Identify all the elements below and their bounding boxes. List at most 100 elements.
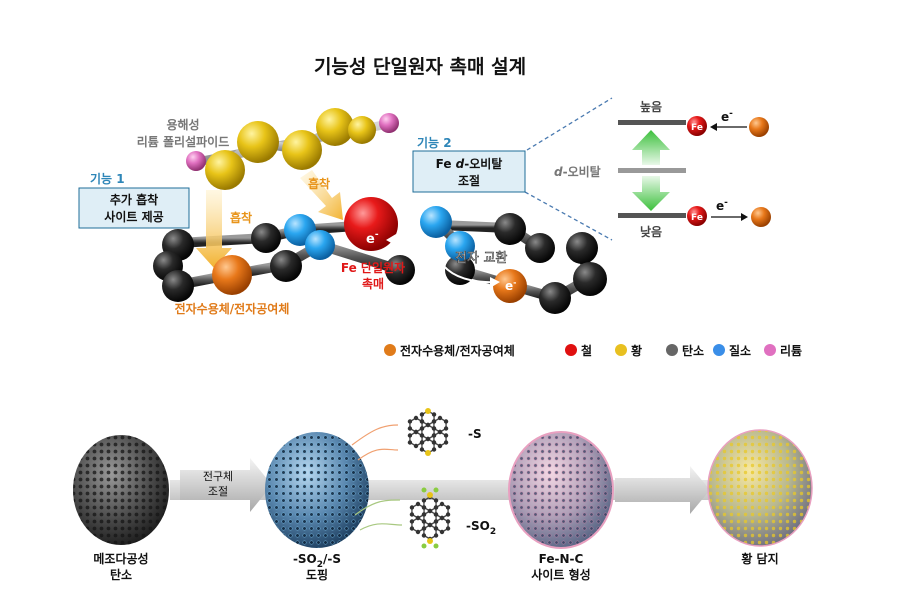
page-title: 기능성 단일원자 촉매 설계: [314, 56, 526, 78]
carbon-node: [443, 440, 449, 445]
carbon-node: [431, 412, 437, 417]
arrowhead-left: [386, 234, 396, 245]
carbon-node: [437, 443, 443, 449]
legend-label: 질소: [729, 344, 751, 358]
acceptor-atom: [493, 269, 527, 303]
soluble-label-1: 용해성: [166, 117, 199, 132]
carbon-node: [419, 419, 425, 424]
lithium-atom: [186, 151, 206, 171]
nitrogen-atom: [445, 231, 475, 261]
carbon-node: [431, 447, 437, 452]
carbon-node: [407, 419, 413, 424]
legend-swatch: [565, 344, 577, 356]
pore-texture: [73, 435, 169, 545]
fe-label-1: Fe 단일원자: [341, 260, 405, 275]
carbon-atom: [270, 250, 302, 282]
electron-exchange-arrow: [387, 237, 498, 284]
func2-line2: 조절: [458, 174, 480, 188]
adsorption-label-left: 흡착: [230, 210, 252, 225]
orbital-high-label: 높음: [640, 99, 662, 114]
carbon-node: [421, 533, 427, 538]
s-doped-structure: [407, 408, 449, 456]
electron-top: e-: [721, 109, 733, 124]
carbon-atom: [566, 232, 598, 264]
carbon-node: [443, 426, 449, 431]
carbon-node: [445, 512, 451, 517]
pore-texture: [708, 430, 812, 546]
sulfur-atom: [205, 150, 245, 190]
fe-label-2: 촉매: [362, 276, 384, 291]
dopant-atom: [427, 492, 433, 498]
fe-atom: [344, 197, 398, 251]
carbon-node: [425, 436, 431, 442]
orbital-low-level: [618, 213, 686, 218]
carbon-node: [421, 505, 427, 510]
legend-swatch: [666, 344, 678, 356]
green-arrow-up: [632, 130, 670, 165]
legend-label: 철: [581, 343, 592, 358]
carbon-node: [409, 519, 415, 524]
carbon-node: [427, 508, 433, 514]
arrowhead-top: [710, 123, 717, 131]
carbon-node: [431, 426, 437, 431]
carbon-node: [409, 512, 415, 517]
func2-tag: 기능 2: [417, 135, 452, 150]
legend-label: 황: [631, 343, 642, 358]
carbon-node: [413, 415, 419, 421]
adsorption-label-right: 흡착: [308, 176, 330, 191]
orbital-mid-level: [618, 168, 686, 173]
carbon-node: [419, 440, 425, 445]
step2-label-1: -SO2/-S: [293, 552, 341, 570]
carbon-node: [445, 526, 451, 531]
dopant-atom: [425, 408, 431, 414]
step4-label-1: 황 담지: [741, 551, 778, 566]
sphere-rim: [707, 429, 813, 547]
acceptor-electron: e-: [505, 278, 516, 293]
carbon-node: [409, 526, 415, 531]
step2-label-2: 도핑: [306, 567, 328, 582]
callout-line-bottom: [524, 191, 613, 241]
carbon-node: [439, 529, 445, 535]
carbon-node: [407, 440, 413, 445]
dopant-s-label: -S: [468, 427, 482, 441]
carbon-atom: [494, 213, 526, 245]
sphere-rim: [508, 431, 614, 549]
pore-texture: [509, 432, 613, 548]
acceptor-atom: [212, 255, 252, 295]
dopant-atom: [433, 543, 439, 549]
precursor-label-1: 전구체: [203, 470, 233, 483]
carbon-node: [421, 512, 427, 517]
precursor-arrow: [180, 458, 272, 512]
carbon-node: [439, 515, 445, 521]
sulfur-atom: [237, 121, 279, 163]
callout-line-top: [526, 97, 613, 151]
carbon-atom: [525, 233, 555, 263]
legend-swatch: [384, 344, 396, 356]
carbon-node: [413, 443, 419, 449]
carbon-node: [421, 498, 427, 503]
carbon-node: [445, 505, 451, 510]
carbon-atom: [445, 255, 475, 285]
carbon-node: [425, 422, 431, 428]
acceptor-label: 전자수용체/전자공여체: [175, 301, 290, 316]
pore-texture: [265, 432, 369, 548]
fe-symbol: Fe: [691, 123, 703, 133]
carbon-node: [439, 501, 445, 507]
precursor-label-2: 조절: [208, 485, 228, 498]
carbon-node: [443, 419, 449, 424]
legend-swatch: [615, 344, 627, 356]
carbon-node: [433, 512, 439, 517]
fe-atom-small: [687, 116, 707, 136]
func2-line1: Fe d-오비탈: [436, 156, 503, 171]
carbon-atom: [573, 262, 607, 296]
carbon-node: [419, 447, 425, 452]
dopant-atom: [425, 450, 431, 456]
electron-bottom: e-: [716, 198, 728, 213]
nitrogen-atom: [305, 230, 335, 260]
connector-s-orange: [351, 424, 399, 446]
dopant-so2-label: -SO2: [466, 519, 496, 537]
carbon-node: [421, 526, 427, 531]
func2-box: [412, 150, 526, 193]
fe-symbol: Fe: [691, 213, 703, 223]
